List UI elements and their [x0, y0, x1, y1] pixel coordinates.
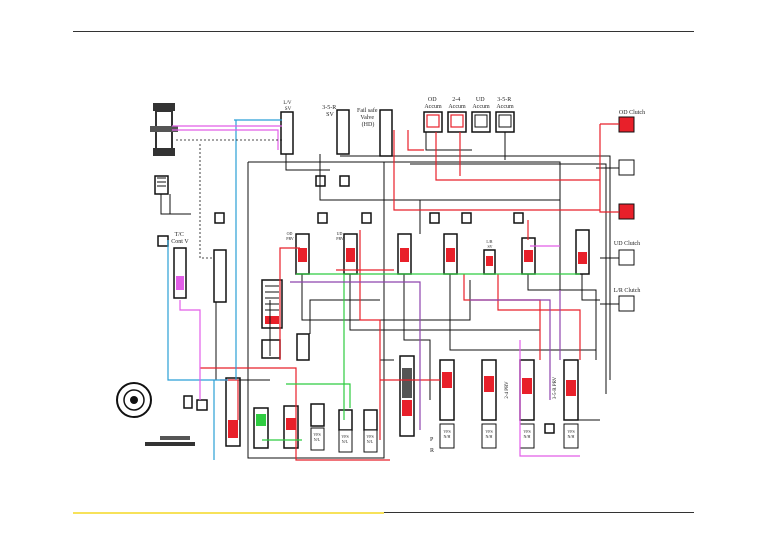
ud-clutch [618, 249, 635, 266]
line-network-lube [172, 125, 580, 457]
oil-pan [145, 442, 195, 446]
ud-accum-label: UD Accum [472, 97, 490, 110]
ud-clutch-label: UD Clutch [614, 241, 640, 247]
bottom-divider [384, 512, 694, 513]
tc-control-valve [173, 247, 187, 299]
ud-prv-label: UD PRV [336, 231, 344, 241]
ud-accumulator [471, 111, 491, 133]
clutch-box-2 [618, 159, 635, 176]
oil-pump [116, 382, 152, 418]
lr-sv-label: L/R SV [486, 239, 493, 249]
top-divider [73, 31, 694, 32]
r-marker: R [430, 448, 434, 454]
failsafe-valve [379, 109, 393, 157]
failsafe-valve-label: Fail safe Valve (HD) [357, 107, 379, 128]
manual-valve [399, 355, 415, 437]
small-box-bottom [544, 423, 555, 434]
tc-cont-v-label: T/C Cont V [171, 232, 189, 245]
line-network-signal [290, 281, 561, 430]
pr-24-label: 2-4 PRV [505, 381, 510, 399]
lv-sv-label: L/V SV [283, 101, 292, 112]
od-clutch-label: OD Clutch [619, 110, 645, 116]
accum-24-label: 2-4 Accum [448, 97, 466, 110]
od-clutch [618, 116, 635, 133]
solenoid-mid-3 [429, 212, 440, 224]
solenoid-mid-4 [461, 212, 472, 224]
solenoid-row-2 [339, 175, 350, 187]
line-network-black [215, 132, 619, 459]
solenoid-mid-5 [513, 212, 524, 224]
lv-solenoid-valve [280, 111, 294, 155]
sv-35r-label: 3-5-R SV [322, 105, 338, 118]
tc-solenoid [157, 235, 169, 247]
accumulator-24 [447, 111, 467, 133]
line-network-exhaust [262, 273, 580, 441]
line-network-red [200, 123, 619, 461]
od-accum-label: OD Accum [424, 97, 442, 110]
solenoid-mid-2 [361, 212, 372, 224]
solenoid-mid-6 [214, 212, 225, 224]
od-prv-label: OD PRV [286, 231, 294, 241]
small-block [261, 339, 281, 359]
lr-clutch-label: L/R Clutch [614, 288, 641, 294]
accum-35r-label: 3-5-R Accum [496, 97, 514, 110]
od-accumulator [423, 111, 443, 133]
bottom-divider-accent [73, 512, 384, 514]
clutch-box-3 [618, 203, 635, 220]
line-network-cooler [167, 119, 282, 460]
filter-block [154, 175, 169, 195]
lr-clutch [618, 295, 635, 312]
small-box-left-2 [196, 399, 208, 411]
small-box-left [183, 395, 193, 409]
clutch-column: OD Clutch UD Clutch L/R Clutch [614, 110, 645, 312]
line-network-dotted [176, 139, 282, 259]
torque-converter [150, 103, 178, 156]
pr-35r-label: 3-5-R PRV [553, 376, 558, 399]
p-marker: P [430, 437, 434, 443]
accumulator-row: OD Accum 2-4 Accum UD Accum 3-5-R Accum [423, 97, 515, 133]
solenoid-mid-1 [317, 212, 328, 224]
pressure-switch [296, 333, 310, 361]
sv-35r-valve [336, 109, 350, 155]
regulator-valve [213, 249, 227, 303]
